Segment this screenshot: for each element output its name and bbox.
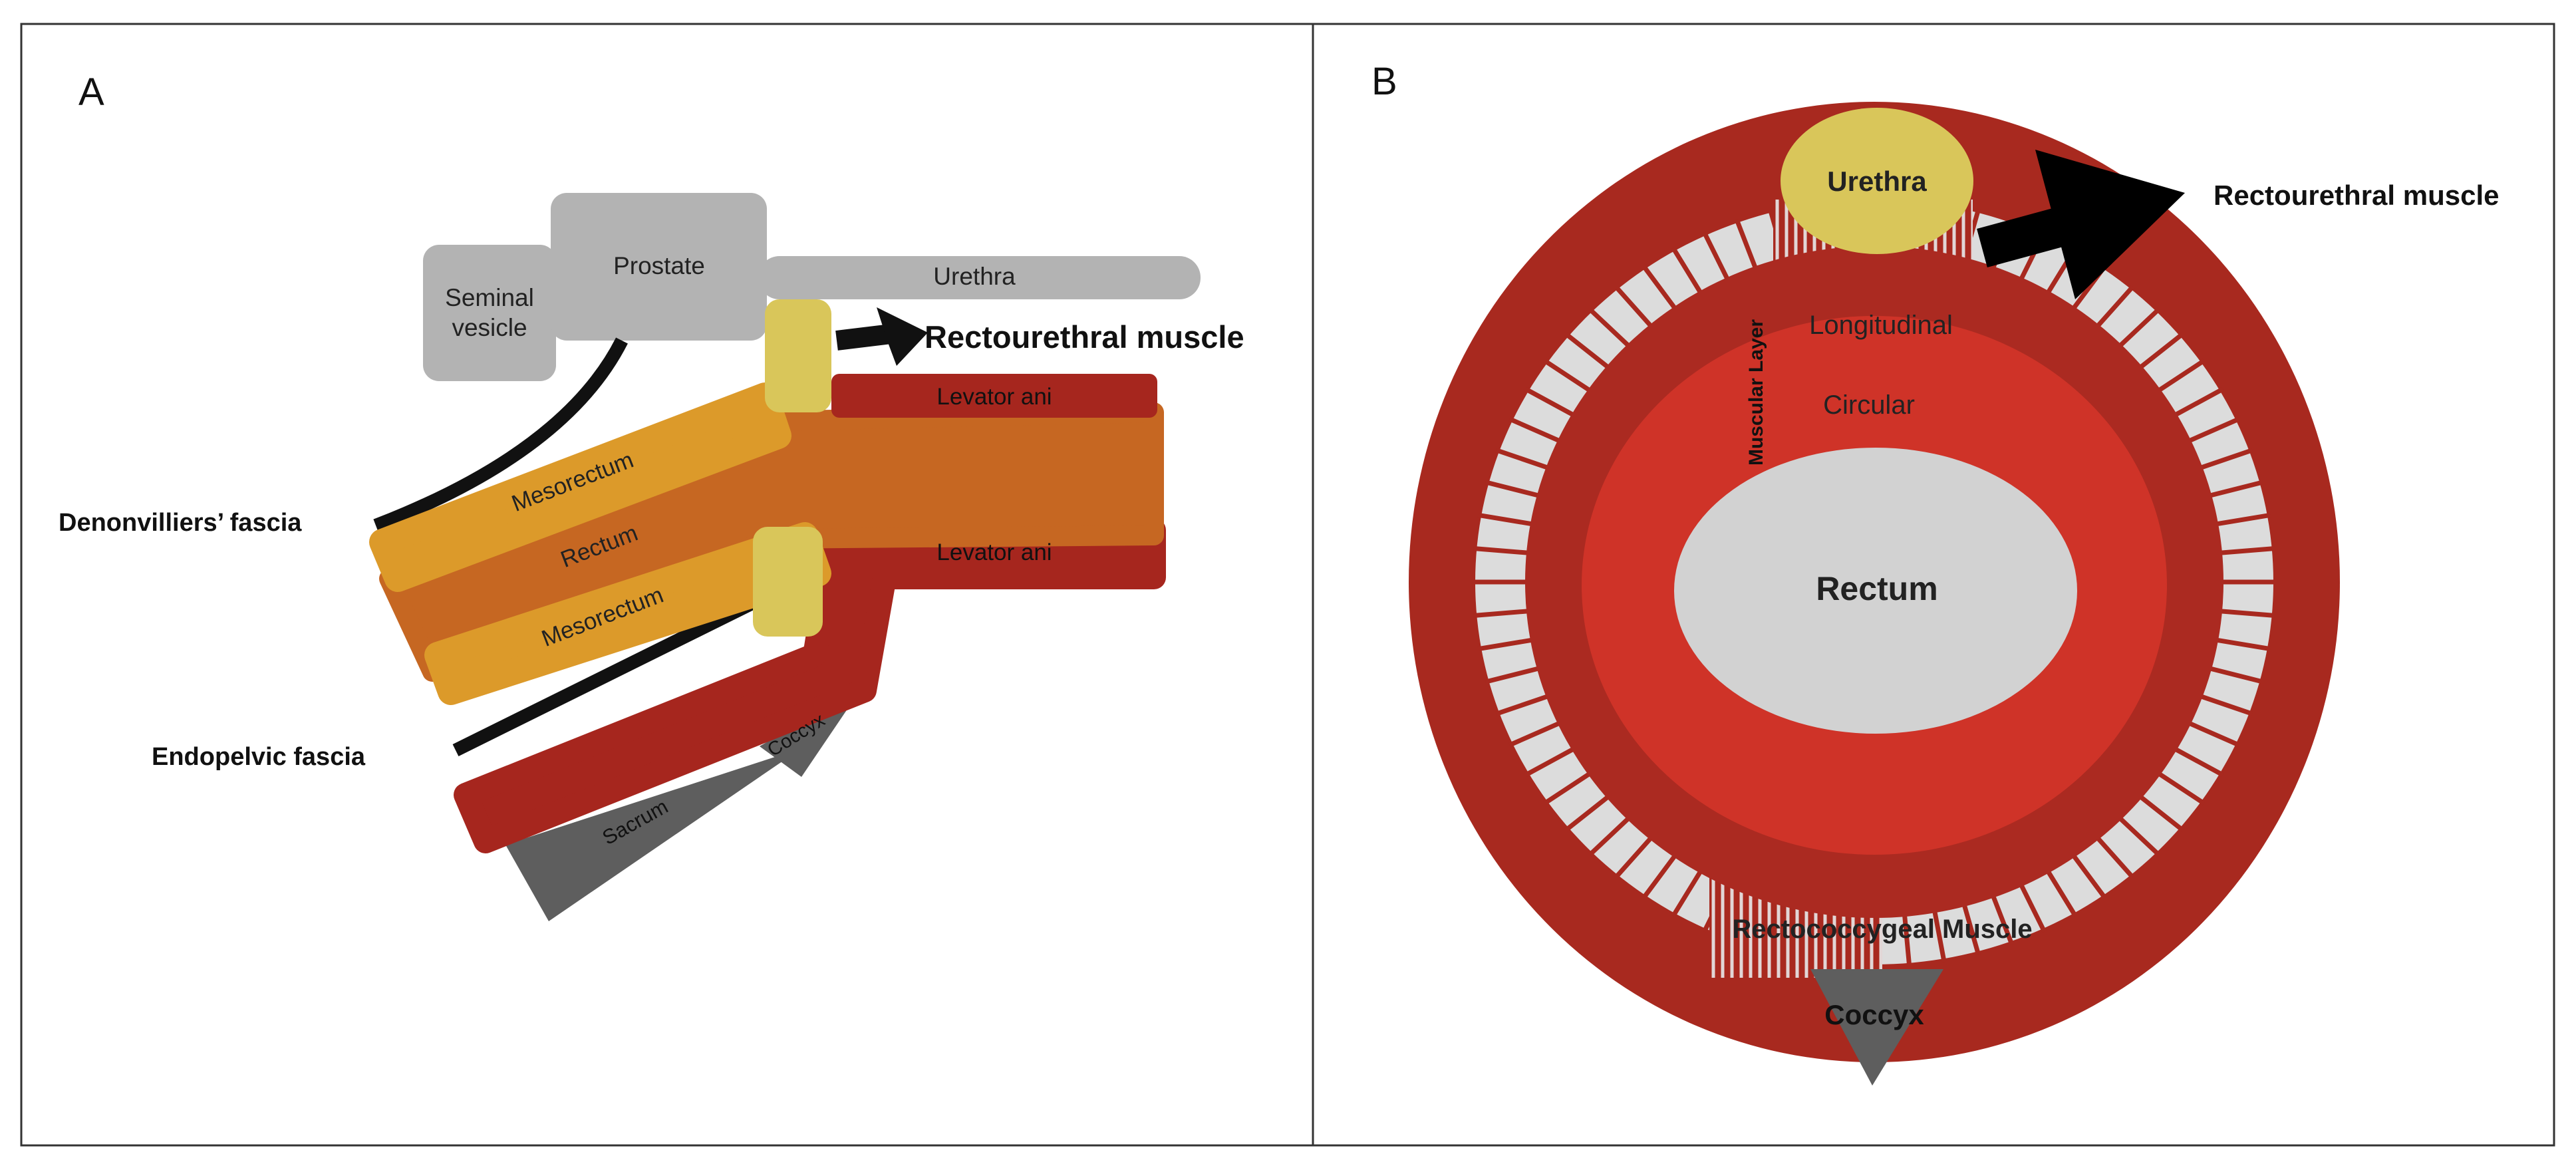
prostate-label: Prostate xyxy=(613,252,705,279)
radial-stripe xyxy=(2208,666,2264,684)
radial-stripe xyxy=(2186,416,2240,444)
radial-stripe xyxy=(2156,359,2206,394)
radial-stripe xyxy=(1477,512,1534,527)
radial-stripe xyxy=(1734,218,1759,271)
radial-stripe xyxy=(2071,853,2107,900)
seminal-vesicle-shape xyxy=(423,245,556,381)
radial-stripe xyxy=(1564,332,1611,370)
radial-stripe xyxy=(2198,448,2253,471)
radial-stripe xyxy=(2218,545,2275,555)
panel-a: A Seminal vesicle Prostate xyxy=(59,71,1244,921)
urethra-label-a: Urethra xyxy=(933,263,1016,290)
rectum-label-b: Rectum xyxy=(1816,570,1937,607)
rectum-lumen xyxy=(1674,448,2077,734)
radial-stripe xyxy=(2218,609,2275,619)
radial-stripe xyxy=(2172,386,2224,418)
radial-stripe xyxy=(1902,913,1912,967)
denonvilliers-fascia-line xyxy=(373,337,628,532)
coccyx-label-b: Coccyx xyxy=(1824,999,1924,1030)
radial-stripe xyxy=(2117,815,2161,857)
seminal-vesicle-label-line2: vesicle xyxy=(452,314,527,341)
radial-stripe xyxy=(1588,307,1632,349)
longitudinal-label: Longitudinal xyxy=(1809,311,1953,340)
radial-stripe xyxy=(1524,386,1576,418)
urethra-label-b: Urethra xyxy=(1827,166,1927,197)
radial-stripe xyxy=(2198,693,2253,716)
radial-stripe xyxy=(1473,609,1530,619)
rectourethral-block-upper xyxy=(765,299,831,412)
sacrum-shape xyxy=(505,748,801,921)
radial-stripe xyxy=(1508,416,1562,444)
levator-ani-upper-label: Levator ani xyxy=(936,384,1052,410)
radial-stripe xyxy=(2094,285,2135,329)
rectourethral-muscle-label-b: Rectourethral muscle xyxy=(2214,180,2499,211)
panel-b-letter: B xyxy=(1371,60,1397,103)
radial-stripe xyxy=(1671,246,1703,295)
coccyx-shape-b xyxy=(1810,969,1943,1086)
denonvilliers-fascia-label: Denonvilliers’ fascia xyxy=(59,509,302,537)
radial-stripe xyxy=(2156,770,2206,806)
radial-stripe xyxy=(2214,512,2271,527)
radial-stripe xyxy=(1543,359,1592,394)
radial-stripe xyxy=(1642,264,1678,311)
radial-stripe xyxy=(1495,448,1550,471)
radial-stripe xyxy=(1932,909,1947,962)
radial-stripe xyxy=(1614,835,1654,879)
radial-stripe xyxy=(2045,869,2078,918)
mesorectum-upper-shape xyxy=(369,382,791,592)
urethra-shape-b xyxy=(1781,108,1973,254)
radial-stripe xyxy=(1702,231,1731,282)
radial-stripe xyxy=(2138,794,2184,832)
radial-stripe xyxy=(1495,693,1550,716)
radial-stripe xyxy=(1485,666,1541,684)
radial-stripe xyxy=(2208,480,2264,498)
radial-stripe xyxy=(1564,794,1611,832)
levator-ani-upper-shape xyxy=(831,374,1157,418)
levator-ani-lower-shape xyxy=(454,518,1166,853)
radial-stripe xyxy=(1473,545,1530,555)
radial-stripe xyxy=(2186,720,2240,748)
radial-stripe xyxy=(1524,746,1576,778)
arrow-rectourethral-b xyxy=(1977,150,2185,299)
radial-stripe xyxy=(1543,770,1592,806)
prostate-shape xyxy=(551,193,767,341)
radial-stripe xyxy=(1508,720,1562,748)
seminal-vesicle-label-line1: Seminal xyxy=(445,284,534,311)
endopelvic-fascia-label: Endopelvic fascia xyxy=(152,743,366,771)
panel-b: B Urethra Rectourethral muscle Longitudi… xyxy=(1371,60,2499,1086)
arrow-rectourethral-a xyxy=(835,307,928,366)
rectococcygeal-muscle-label: Rectococcygeal Muscle xyxy=(1732,915,2032,944)
endopelvic-fascia-line xyxy=(452,596,758,756)
panel-a-letter: A xyxy=(78,71,104,114)
radial-stripe xyxy=(1477,637,1534,652)
radial-stripe xyxy=(1588,815,1632,857)
muscular-layer-label: Muscular Layer xyxy=(1745,319,1767,466)
rectourethral-block-lower xyxy=(753,527,823,637)
radial-stripe xyxy=(1961,903,1981,956)
radial-stripe xyxy=(1671,869,1703,918)
radial-stripe xyxy=(2018,882,2047,933)
levator-ani-lower-label: Levator ani xyxy=(936,539,1052,565)
radial-stripe xyxy=(2094,835,2135,879)
radial-stripe xyxy=(1614,285,1654,329)
radial-stripe xyxy=(1642,853,1678,900)
figure-border xyxy=(20,23,2555,1147)
urethra-shape-a xyxy=(758,256,1201,299)
radial-stripe xyxy=(2172,746,2224,778)
radial-stripe xyxy=(1485,480,1541,498)
radial-stripe xyxy=(1990,893,2015,946)
radial-stripe xyxy=(2117,307,2161,349)
rectourethral-muscle-label-a: Rectourethral muscle xyxy=(925,319,1244,355)
radial-stripe xyxy=(2214,637,2271,652)
radial-stripe xyxy=(2138,332,2184,370)
circular-label: Circular xyxy=(1823,390,1915,420)
